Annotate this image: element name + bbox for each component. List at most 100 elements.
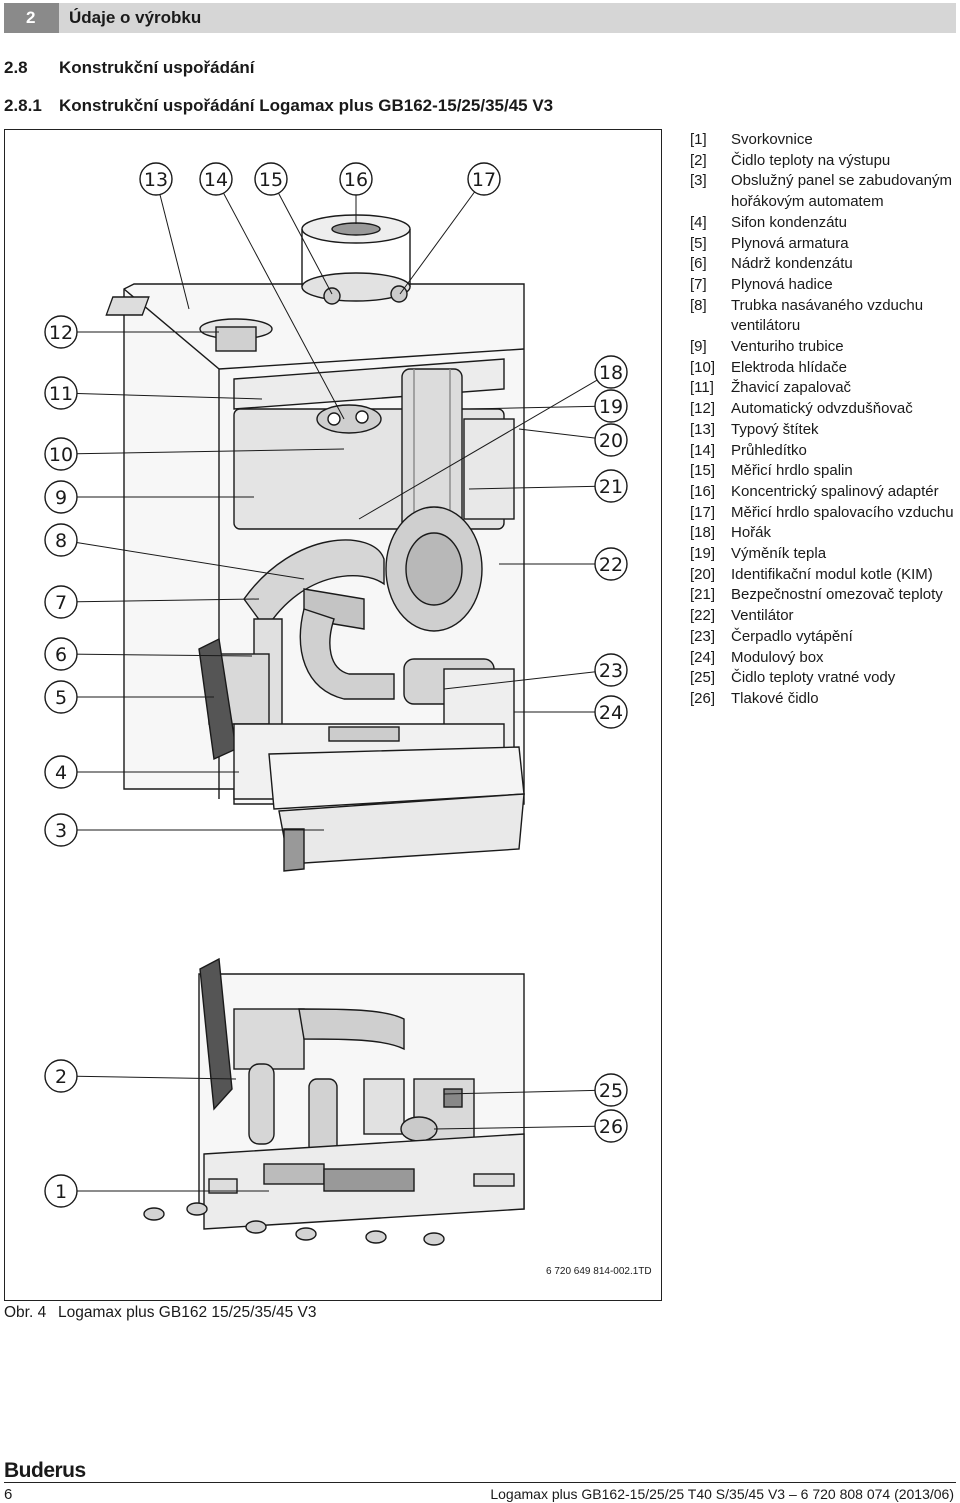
legend-item: [24]Modulový box <box>690 648 956 669</box>
callout-leader <box>60 539 305 580</box>
callout-number: 12 <box>49 322 73 344</box>
callout-number: 24 <box>599 702 623 724</box>
callout-circle <box>44 315 78 349</box>
legend-index: [7] <box>690 275 707 293</box>
chapter-title: Údaje o výrobku <box>69 8 202 27</box>
callout-number: 13 <box>144 169 168 191</box>
legend-item: [26]Tlakové čidlo <box>690 689 956 710</box>
legend-index: [4] <box>690 213 707 231</box>
legend-text: Žhavicí zapalovač <box>731 379 852 397</box>
legend-item: [6]Nádrž kondenzátu <box>690 254 956 275</box>
legend-index: [10] <box>690 358 716 376</box>
legend-item: [10] Elektroda hlídače <box>690 358 956 379</box>
legend-text: Měřicí hrdlo spalovacího vzduchu <box>731 503 954 521</box>
callout-circle <box>594 547 628 581</box>
callout-leader <box>155 178 190 310</box>
legend-text: Nádrž kondenzátu <box>731 255 853 273</box>
callout-leader <box>60 1075 237 1080</box>
callout-leader <box>443 1089 612 1095</box>
callout-number: 26 <box>599 1116 623 1138</box>
legend-index: [12] <box>690 400 716 418</box>
legend-text: Identifikační modul kotle (KIM) <box>731 565 933 583</box>
legend-index: [21] <box>690 586 716 604</box>
callout-circle <box>594 355 628 389</box>
legend-index: [3] <box>690 172 707 190</box>
callout-circle <box>44 480 78 514</box>
legend-text: Automatický odvzdušňovač <box>731 400 913 418</box>
legend-text: Tlakové čidlo <box>731 689 819 707</box>
legend-item: [15] Měřicí hrdlo spalin <box>690 461 956 482</box>
legend-item: [9]Venturiho trubice <box>690 337 956 358</box>
callout-number: 16 <box>344 169 368 191</box>
callout-number: 17 <box>472 169 496 191</box>
callout-leader <box>468 405 612 410</box>
callout-leader <box>443 669 612 690</box>
callout-circle <box>44 813 78 847</box>
legend-item: [13]Typový štítek <box>690 420 956 441</box>
legend-item: [12] Automatický odvzdušňovač <box>690 399 956 420</box>
legend-index: [23] <box>690 627 716 645</box>
legend-text: Koncentrický spalinový adaptér <box>731 482 939 500</box>
callout-leader <box>358 371 612 520</box>
callout-circle <box>594 423 628 457</box>
legend-text: Měřicí hrdlo spalin <box>731 462 853 480</box>
subsection-title: Konstrukční uspořádání Logamax plus GB16… <box>59 96 554 115</box>
callout-circle <box>44 680 78 714</box>
callout-number: 7 <box>55 592 67 614</box>
subsection-number: 2.8.1 <box>4 96 42 115</box>
buderus-logo: Buderus <box>4 1459 86 1482</box>
legend-index: [19] <box>690 545 716 563</box>
callout-leader <box>60 448 345 455</box>
legend-item: [1]Svorkovnice <box>690 130 956 151</box>
legend-text: Výměník tepla <box>731 545 827 563</box>
callout-circle <box>44 585 78 619</box>
footer-divider <box>4 1482 956 1483</box>
legend-index: [25] <box>690 669 716 687</box>
callout-number: 23 <box>599 660 623 682</box>
callout-leader <box>433 1125 612 1130</box>
legend-item: [21] Bezpečnostní omezovač teploty <box>690 585 956 606</box>
legend-index: [15] <box>690 462 716 480</box>
footer-document-info: Logamax plus GB162-15/25/25 T40 S/35/45 … <box>490 1486 954 1502</box>
legend-text: Průhledítko <box>731 441 807 459</box>
chapter-number: 2 <box>4 3 59 33</box>
legend-item: [25]Čidlo teploty vratné vody <box>690 668 956 689</box>
callout-circle <box>594 469 628 503</box>
callout-leader <box>215 178 345 420</box>
lower-boiler-drawing <box>143 957 525 1246</box>
callout-circle <box>139 162 173 196</box>
legend-text: Plynová hadice <box>731 275 833 293</box>
legend-item: [11]Žhavicí zapalovač <box>690 378 956 399</box>
legend-item: [17]Měřicí hrdlo spalovacího vzduchu <box>690 503 956 524</box>
legend-item: [18]Hořák <box>690 523 956 544</box>
legend-item: [2]Čidlo teploty na výstupu <box>690 151 956 172</box>
legend-index: [8] <box>690 296 707 314</box>
legend-text: Ventilátor <box>731 607 794 625</box>
callout-circle <box>199 162 233 196</box>
callout-circle <box>594 653 628 687</box>
callout-leader <box>60 392 263 400</box>
callout-circle <box>44 1174 78 1208</box>
callout-number: 19 <box>599 396 623 418</box>
legend-text: Bezpečnostní omezovač teploty <box>731 586 943 604</box>
legend-index: [20] <box>690 565 716 583</box>
section-number: 2.8 <box>4 58 28 77</box>
callout-number: 21 <box>599 476 623 498</box>
callout-number: 5 <box>55 687 67 709</box>
legend-item: [4]Sifon kondenzátu <box>690 213 956 234</box>
callout-leader <box>60 598 260 603</box>
callout-circle <box>44 1059 78 1093</box>
callout-number: 22 <box>599 554 623 576</box>
legend-text: Svorkovnice <box>731 131 813 148</box>
callout-circle <box>44 376 78 410</box>
legend-text: Hořák <box>731 524 772 542</box>
legend-text: Typový štítek <box>731 420 819 438</box>
upper-boiler-drawing <box>105 214 525 872</box>
subsection-heading: 2.8.1 Konstrukční uspořádání Logamax plus… <box>4 96 553 116</box>
legend-text: Elektroda hlídače <box>731 358 847 376</box>
callout-number: 25 <box>599 1080 623 1102</box>
callout-number: 18 <box>599 362 623 384</box>
legend-text: Čerpadlo vytápění <box>731 627 853 645</box>
